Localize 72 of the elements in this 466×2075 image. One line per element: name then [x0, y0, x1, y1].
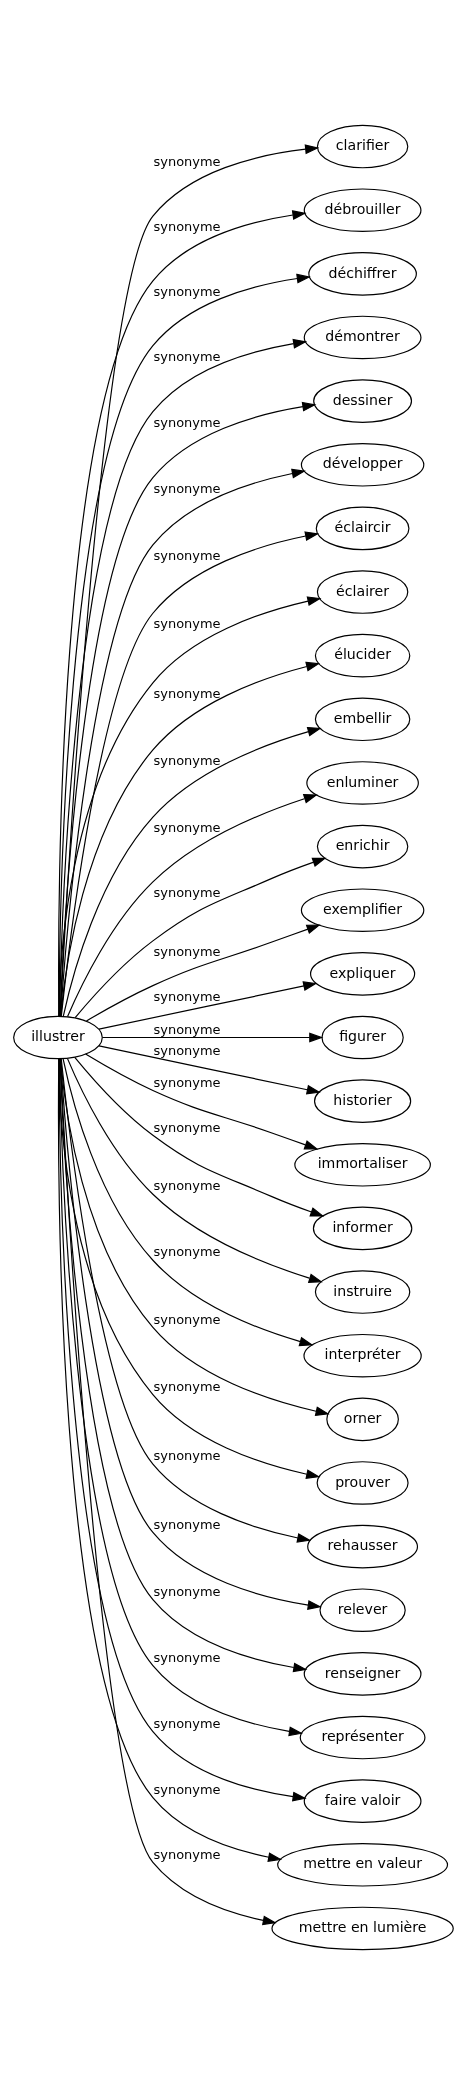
- edge-label: synonyme: [153, 1649, 221, 1665]
- node-ellipse: éclairer: [316, 570, 408, 614]
- edge-label: synonyme: [153, 885, 221, 901]
- edge-label: synonyme: [153, 753, 221, 769]
- arrow: [62, 726, 322, 1017]
- arrow: [97, 1045, 321, 1095]
- edge-label: synonyme: [153, 1378, 221, 1394]
- edge-label: synonyme: [153, 1846, 221, 1862]
- edge-label: synonyme: [153, 480, 221, 496]
- node-ellipse: élucider: [314, 633, 410, 678]
- arrow: [73, 1056, 324, 1217]
- node-ellipse: représenter: [299, 1715, 425, 1760]
- node-ellipse: informer: [312, 1206, 412, 1251]
- arrow: [101, 1032, 323, 1043]
- edge-label: synonyme: [153, 1074, 221, 1090]
- edge-label: synonyme: [153, 1042, 221, 1058]
- arrow: [59, 1058, 330, 1417]
- node-ellipse: développer: [300, 442, 424, 487]
- node-ellipse: prouver: [316, 1461, 409, 1505]
- edge-label: synonyme: [153, 988, 221, 1004]
- node-ellipse: débrouiller: [303, 188, 422, 232]
- edge-label: synonyme: [153, 1516, 221, 1532]
- node-ellipse: orner: [325, 1397, 399, 1442]
- arrow: [60, 1058, 311, 1543]
- edge-label: synonyme: [153, 219, 221, 235]
- edge-label: synonyme: [153, 547, 221, 563]
- node-ellipse: figurer: [320, 1015, 404, 1060]
- node-ellipse: enrichir: [316, 824, 408, 869]
- node-ellipse: faire valoir: [303, 1779, 422, 1823]
- node-ellipse: instruire: [314, 1270, 410, 1314]
- edge-label: synonyme: [153, 1715, 221, 1731]
- node-ellipse: dessiner: [312, 379, 412, 423]
- node-ellipse: historier: [313, 1079, 411, 1123]
- edge-label: synonyme: [153, 414, 221, 430]
- arrow: [62, 1058, 313, 1347]
- edge-label: synonyme: [153, 1244, 221, 1260]
- edge-label: synonyme: [153, 685, 221, 701]
- node-ellipse: rehausser: [306, 1524, 418, 1569]
- node-ellipse: déchiffrer: [307, 252, 417, 296]
- edge-label: synonyme: [153, 1583, 221, 1599]
- arrow: [97, 981, 317, 1030]
- node-ellipse: illustrer: [12, 1015, 103, 1060]
- arrow: [74, 857, 326, 1019]
- edge-label: synonyme: [153, 348, 221, 364]
- node-ellipse: éclaircir: [315, 506, 409, 551]
- edge-label: synonyme: [153, 284, 221, 299]
- node-ellipse: interpréter: [302, 1333, 422, 1378]
- edge-label: synonyme: [153, 1311, 221, 1327]
- edge-label: synonyme: [153, 1448, 221, 1464]
- node-ellipse: clarifier: [316, 124, 408, 169]
- edge-label: synonyme: [153, 1021, 221, 1037]
- arrow: [59, 1058, 322, 1610]
- node-ellipse: expliquer: [309, 952, 415, 996]
- node-ellipse: démontrer: [303, 315, 422, 360]
- arrow: [59, 661, 320, 1017]
- node-ellipse: enluminer: [305, 761, 419, 805]
- edge-label: synonyme: [153, 154, 221, 170]
- edge-label: synonyme: [153, 943, 221, 959]
- node-ellipse: embellir: [314, 697, 410, 742]
- node-ellipse: relever: [318, 1588, 406, 1633]
- node-ellipse: mettre en valeur: [276, 1843, 448, 1887]
- arrow: [66, 794, 318, 1018]
- edge-label: synonyme: [153, 820, 221, 836]
- node-ellipse: renseigner: [303, 1652, 422, 1696]
- node-ellipse: mettre en lumière: [270, 1906, 454, 1951]
- edge-label: synonyme: [153, 1781, 221, 1797]
- edge-label: synonyme: [153, 1119, 221, 1135]
- edge-label: synonyme: [153, 1178, 221, 1194]
- edge-label: synonyme: [153, 616, 221, 632]
- arrow: [85, 924, 321, 1022]
- arrow: [84, 1053, 318, 1150]
- arrow: [66, 1058, 323, 1283]
